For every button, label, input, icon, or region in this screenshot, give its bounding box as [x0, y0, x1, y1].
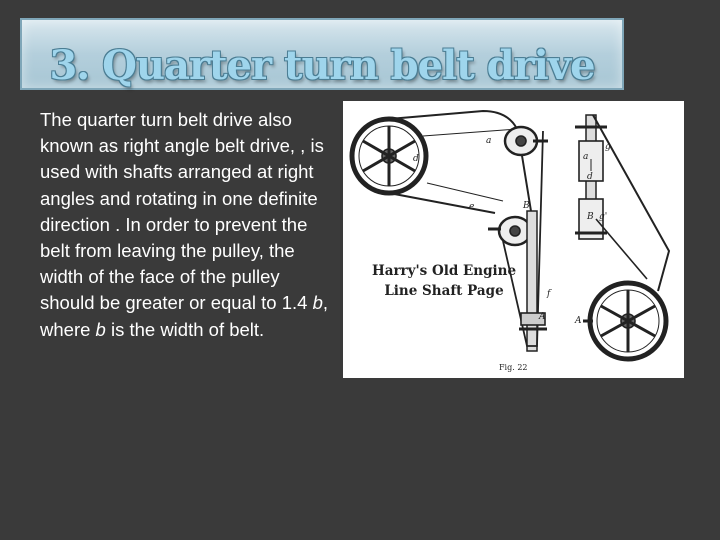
small-pulley-lower: [488, 215, 533, 247]
figure-caption: Harry's Old Engine Line Shaft Page: [371, 261, 517, 301]
variable-b-second: b: [95, 318, 106, 340]
right-view-shaft: [575, 114, 607, 240]
belt-drive-figure: a B d e f A g d B g' A a Harry's Old Eng…: [343, 101, 684, 378]
body-text-part2: , where: [40, 292, 328, 340]
label-d: d: [413, 154, 419, 164]
label-g-prime: g': [599, 212, 607, 222]
belt-drive-illustration: a B d e f A g d B g' A a: [349, 109, 671, 362]
label-A-right: A: [574, 316, 582, 326]
body-paragraph: The quarter turn belt drive also known a…: [40, 107, 330, 343]
label-g: g: [605, 142, 611, 152]
label-A: A: [538, 312, 546, 322]
label-b-upper: B: [522, 201, 530, 211]
slide-title: 3. Quarter turn belt drive: [49, 42, 595, 89]
label-a: a: [486, 136, 491, 146]
title-banner: 3. Quarter turn belt drive: [20, 18, 624, 90]
caption-line-2: Line Shaft Page: [384, 283, 504, 299]
body-text-part3: is the width of belt.: [105, 318, 265, 340]
label-f: f: [546, 289, 552, 299]
variable-b: b: [312, 292, 323, 314]
label-e: e: [469, 202, 474, 212]
small-pulley-upper: [503, 125, 548, 157]
label-B-right: B: [586, 212, 594, 222]
caption-line-1: Harry's Old Engine: [371, 263, 517, 279]
body-text-part1: The quarter turn belt drive also known a…: [40, 109, 324, 314]
label-d-right: d: [587, 172, 593, 182]
label-a-right: a: [583, 152, 588, 162]
large-pulley-right: [583, 280, 669, 362]
figure-number: Fig. 22: [499, 363, 528, 372]
